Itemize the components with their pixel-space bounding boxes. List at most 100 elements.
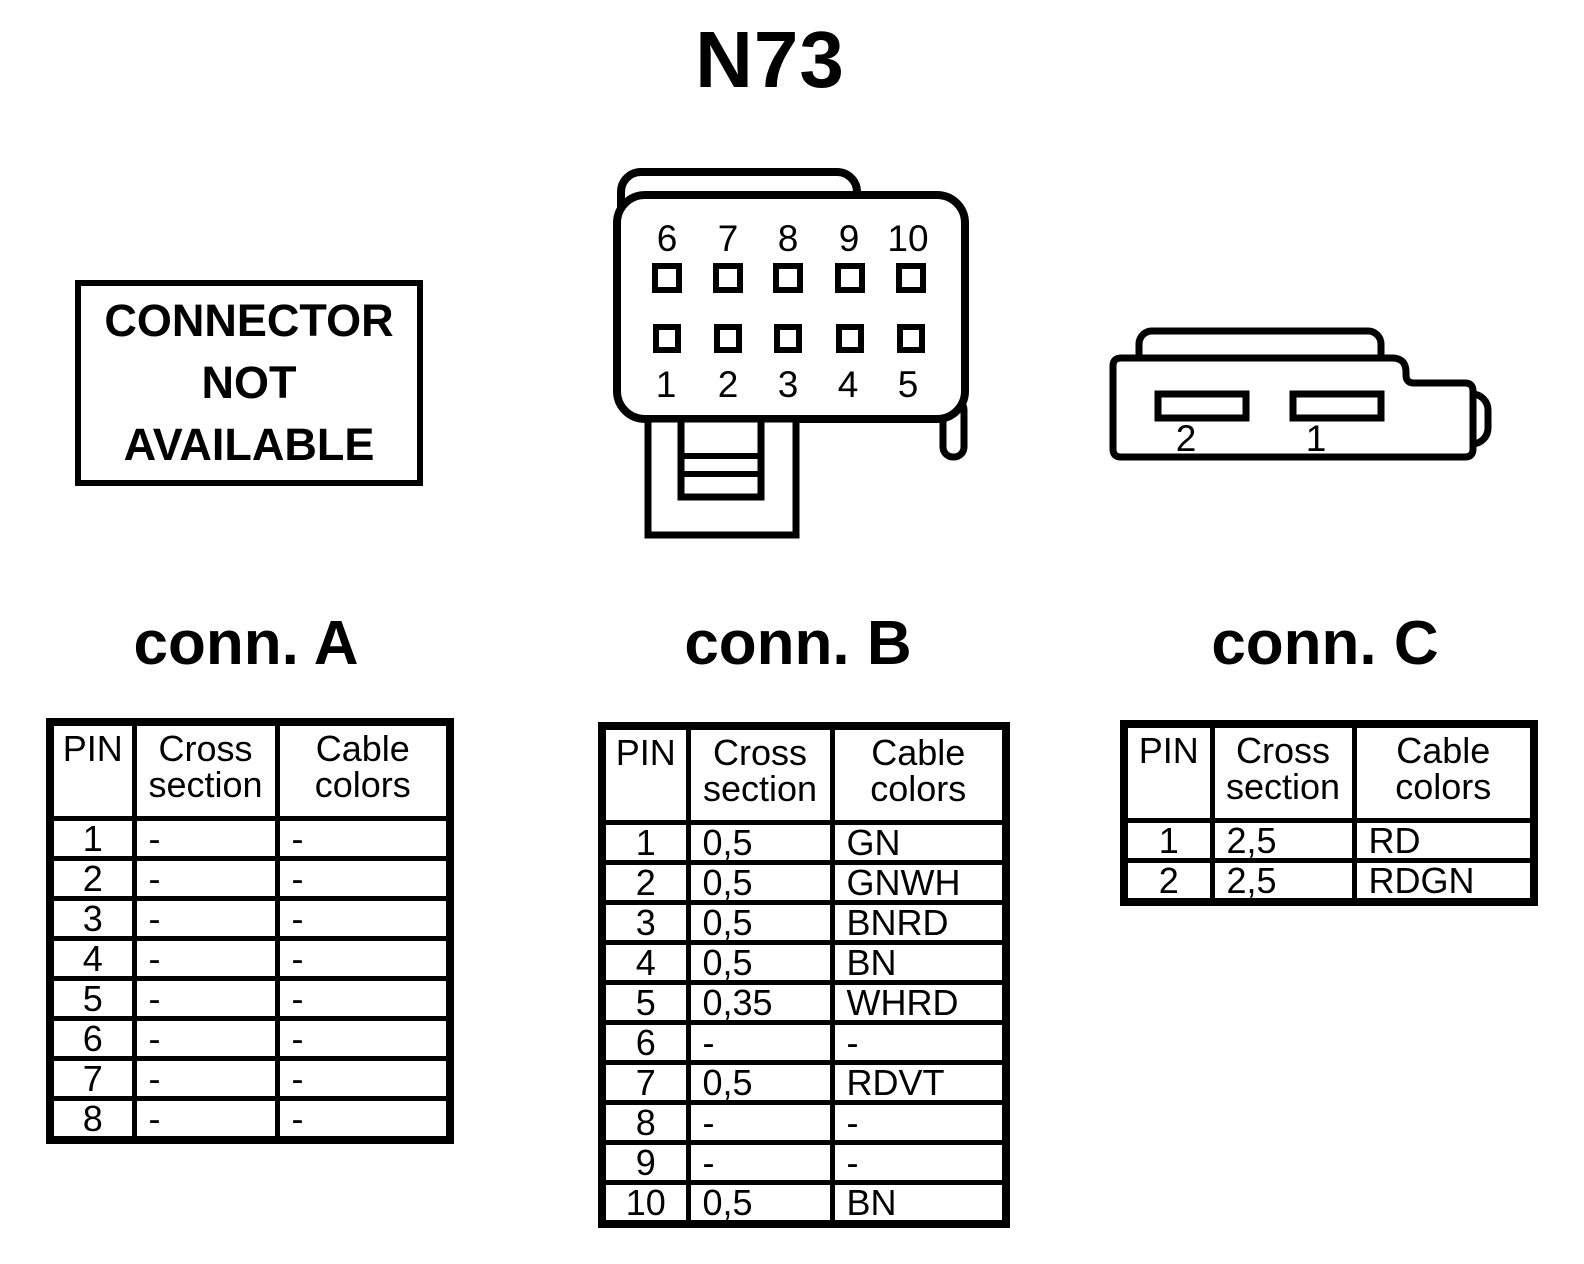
pin-cavity-4: [836, 324, 864, 353]
na-box-line: AVAILABLE: [123, 419, 375, 470]
cable-color-cell: RD: [1351, 818, 1537, 863]
pin-cell: 8: [47, 1096, 137, 1143]
pin-label: 7: [718, 218, 739, 259]
pin-cell: 3: [599, 900, 691, 945]
cable-color-cell: GNWH: [829, 860, 1009, 905]
col-header-cable-colors: Cable colors: [1351, 721, 1537, 823]
pin-cell: 5: [47, 976, 137, 1021]
conn-a-title: conn. A: [133, 609, 359, 678]
cross-section-cell: -: [131, 936, 280, 981]
cable-color-cell: -: [274, 856, 453, 901]
pin-cavity-2: [714, 324, 742, 353]
slot-label: 1: [1306, 418, 1327, 459]
pin-cell: 1: [599, 820, 691, 865]
table-row: 4--: [47, 936, 453, 981]
pin-cell: 7: [599, 1060, 691, 1105]
pin-cavity-3: [774, 324, 802, 353]
pin-cell: 4: [47, 936, 137, 981]
pin-cell: 1: [47, 816, 137, 861]
header-row: PIN Cross section Cable colors: [1121, 721, 1537, 823]
table-row: 8--: [599, 1100, 1009, 1145]
cross-section-cell: -: [131, 1056, 280, 1101]
cross-section-cell: -: [131, 896, 280, 941]
connector-10pin-drawing: 6 7 8 9 10 1 2 3 4 5: [613, 168, 969, 539]
col-header-cable-colors: Cable colors: [274, 719, 453, 821]
conn-a-table: PIN Cross section Cable colors 1--2--3--…: [46, 718, 454, 1144]
page-title: N73: [695, 15, 845, 104]
pin-label: 4: [838, 364, 859, 405]
cable-color-cell: -: [274, 1016, 453, 1061]
cross-section-cell: 2,5: [1209, 858, 1357, 905]
pin-cell: 2: [1121, 858, 1215, 905]
cable-color-cell: -: [274, 936, 453, 981]
cross-section-cell: -: [131, 976, 280, 1021]
col-header-cross-section: Cross section: [685, 723, 835, 825]
na-box-line: CONNECTOR: [104, 295, 394, 346]
cross-section-cell: 0,35: [685, 980, 835, 1025]
pin-label: 6: [657, 218, 678, 259]
cross-section-cell: 0,5: [685, 900, 835, 945]
pin-cavity-5: [897, 324, 925, 353]
pin-cell: 7: [47, 1056, 137, 1101]
cross-section-cell: -: [131, 1016, 280, 1061]
col-header-cross-section: Cross section: [131, 719, 280, 821]
conn-c-title: conn. C: [1211, 609, 1439, 678]
pin-label: 1: [656, 364, 677, 405]
col-header-pin: PIN: [1121, 721, 1215, 823]
slot-label: 2: [1176, 418, 1197, 459]
na-box-line: NOT: [201, 357, 297, 408]
pin-cell: 8: [599, 1100, 691, 1145]
table-row: 6--: [599, 1020, 1009, 1065]
pin-cavity-8: [773, 263, 803, 293]
connector-not-available-box: CONNECTOR NOT AVAILABLE: [75, 280, 423, 486]
connector-2pin-drawing: 2 1: [1109, 327, 1492, 461]
pin-label: 5: [898, 364, 919, 405]
cross-section-cell: 0,5: [685, 820, 835, 865]
cable-color-cell: BN: [829, 1180, 1009, 1227]
cable-color-cell: BN: [829, 940, 1009, 985]
cable-color-cell: RDGN: [1351, 858, 1537, 905]
conn-b-title: conn. B: [684, 609, 912, 678]
cable-color-cell: -: [829, 1100, 1009, 1145]
cross-section-cell: 0,5: [685, 940, 835, 985]
cross-section-cell: 0,5: [685, 1180, 835, 1227]
cable-color-cell: RDVT: [829, 1060, 1009, 1105]
cross-section-cell: -: [131, 816, 280, 861]
cable-color-cell: WHRD: [829, 980, 1009, 1025]
header-row: PIN Cross section Cable colors: [47, 719, 453, 821]
header-row: PIN Cross section Cable colors: [599, 723, 1009, 825]
cross-section-cell: -: [685, 1100, 835, 1145]
table-row: 6--: [47, 1016, 453, 1061]
terminal-slot-1: [1289, 390, 1385, 422]
cable-color-cell: -: [274, 896, 453, 941]
cross-section-cell: -: [131, 1096, 280, 1143]
cross-section-cell: -: [131, 856, 280, 901]
table-row: 2--: [47, 856, 453, 901]
pin-cavity-10: [896, 263, 926, 293]
cable-color-cell: -: [829, 1020, 1009, 1065]
pin-cell: 2: [599, 860, 691, 905]
cable-color-cell: BNRD: [829, 900, 1009, 945]
table-row: 9--: [599, 1140, 1009, 1185]
pin-cell: 2: [47, 856, 137, 901]
cable-color-cell: GN: [829, 820, 1009, 865]
col-header-cross-section: Cross section: [1209, 721, 1357, 823]
table-row: 3--: [47, 896, 453, 941]
table-row: 8--: [47, 1096, 453, 1143]
terminal-slot-2: [1154, 390, 1250, 422]
cable-color-cell: -: [274, 1096, 453, 1143]
pin-cavity-9: [835, 263, 865, 293]
table-row: 5--: [47, 976, 453, 1021]
cable-color-cell: -: [274, 816, 453, 861]
cable-color-cell: -: [829, 1140, 1009, 1185]
cross-section-cell: 2,5: [1209, 818, 1357, 863]
pin-cell: 3: [47, 896, 137, 941]
